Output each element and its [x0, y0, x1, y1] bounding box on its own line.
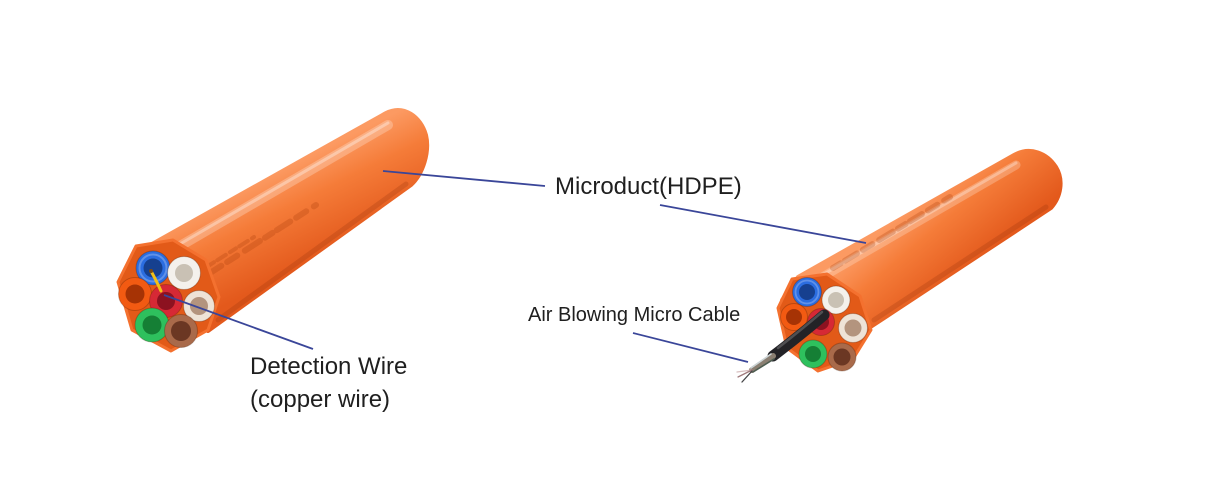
microduct-left-print-marking-2	[206, 235, 256, 268]
leader-lines	[163, 170, 867, 363]
tube-green-right	[798, 339, 828, 369]
detection-wire-label-line1: Detection Wire	[250, 353, 408, 380]
microduct-right-bottom-shade	[871, 204, 1049, 323]
microduct-left-print-marking	[193, 202, 319, 285]
air-blowing-micro-cable	[736, 309, 830, 383]
leader-microduct-left	[382, 170, 546, 187]
detection-wire	[149, 269, 163, 293]
tube-beige-left	[183, 290, 215, 322]
tube-brown-left	[164, 314, 198, 348]
microduct-left-top-highlight-core	[166, 121, 390, 253]
leader-detection-wire	[163, 294, 314, 350]
microduct-right	[736, 149, 1063, 383]
tube-brown-right	[827, 342, 857, 372]
leader-microduct-right	[659, 204, 867, 244]
air-blowing-cable-label: Air Blowing Micro Cable	[528, 304, 741, 326]
tube-orange-right	[780, 303, 808, 331]
tube-white-right	[821, 285, 851, 315]
leader-air-blowing	[632, 332, 749, 363]
microduct-right-top-highlight-core	[810, 161, 1018, 283]
tube-beige-right	[838, 313, 868, 343]
detection-wire-label-line2: (copper wire)	[250, 386, 391, 413]
microduct-right-print-marking	[830, 194, 953, 271]
tube-blue-right	[792, 277, 822, 307]
tube-white-left	[167, 256, 201, 290]
microduct-left	[116, 108, 430, 353]
microduct-right-top-highlight	[807, 160, 1021, 288]
microduct-left-bottom-shade	[215, 181, 409, 323]
tube-orange-left	[118, 277, 152, 311]
microduct-right-body	[780, 149, 1063, 332]
microduct-label: Microduct(HDPE)	[555, 173, 742, 200]
tube-green-left	[134, 307, 170, 343]
microduct-left-top-highlight	[163, 120, 393, 258]
tube-blue-left	[135, 250, 171, 286]
detection-wire-label: Detection Wire (copper wire)	[250, 350, 407, 416]
